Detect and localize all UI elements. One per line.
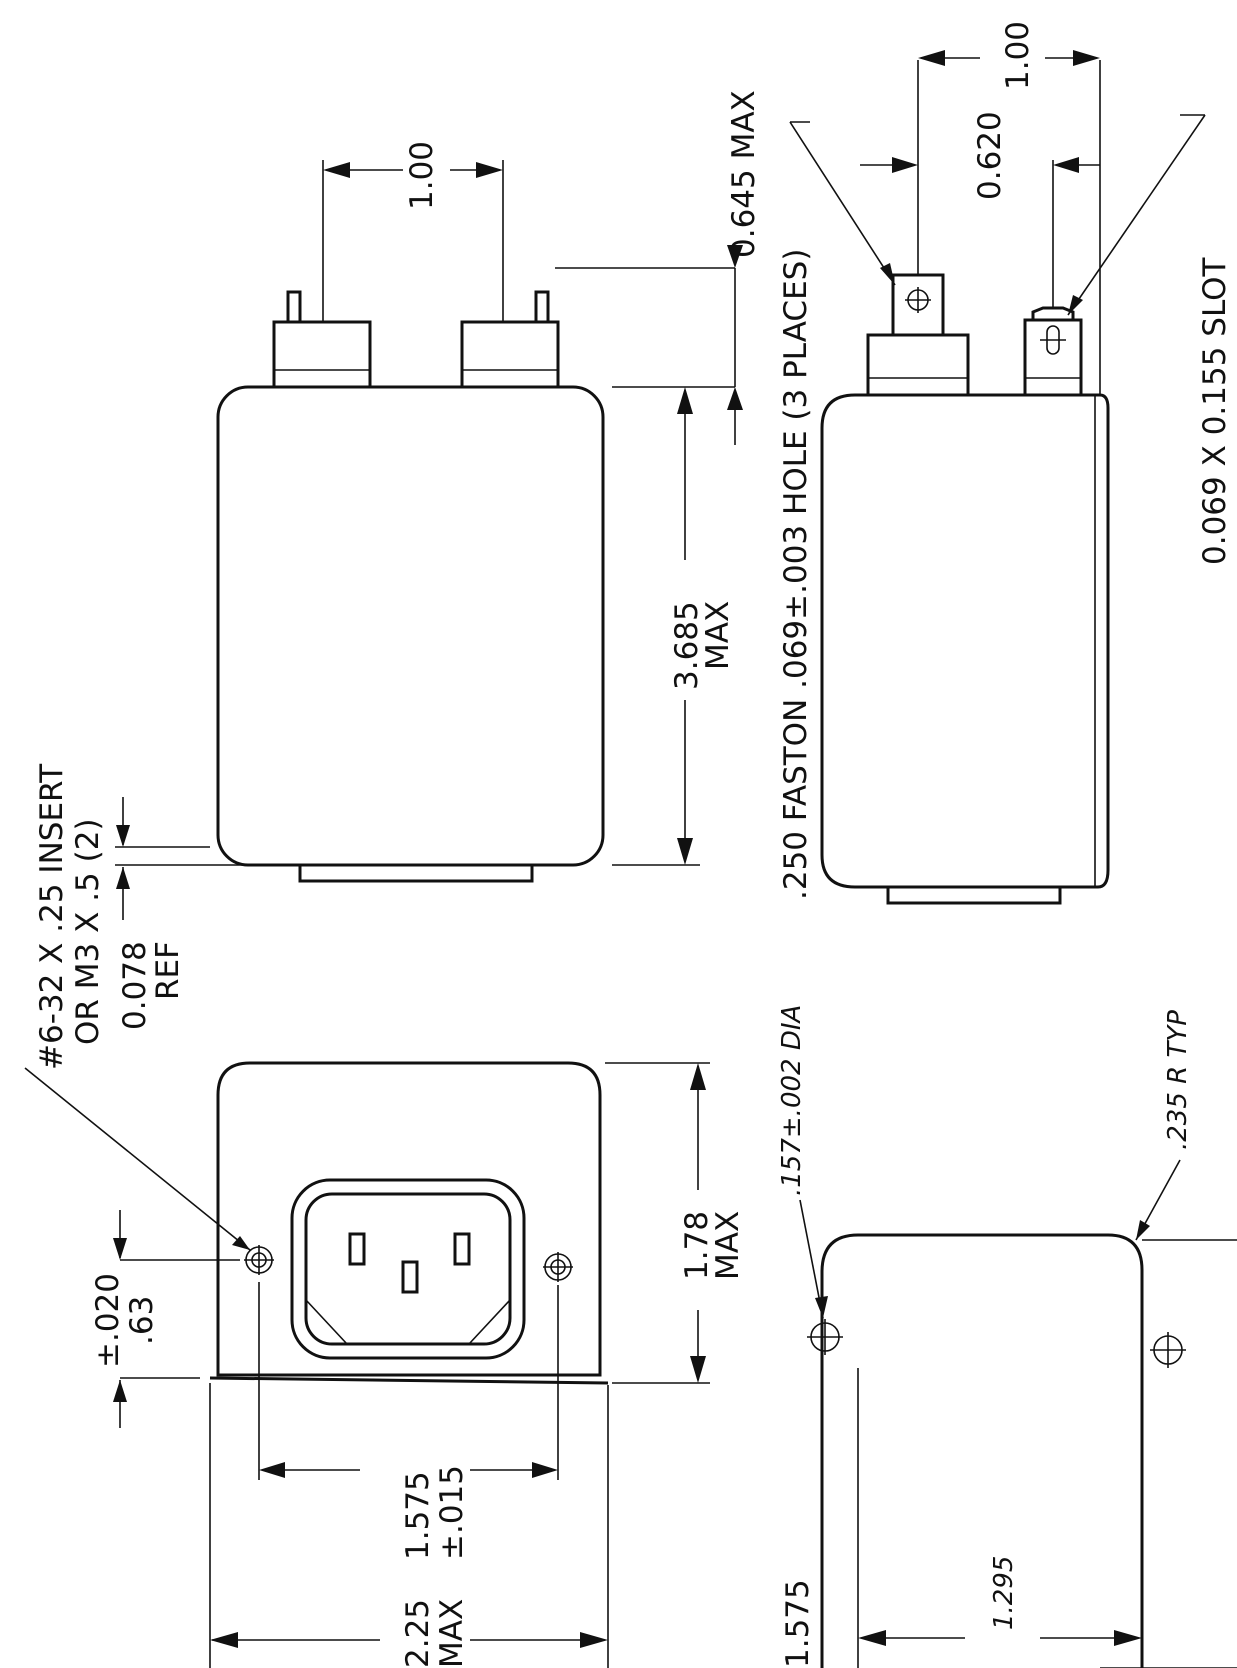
mounting-hole-right-icon (1150, 1332, 1186, 1368)
mount-insert-left (244, 1245, 274, 1275)
mounting-hole-left-icon (807, 1319, 843, 1355)
label-dim-0645: 0.645 MAX (726, 90, 762, 258)
socket-inner (304, 1192, 512, 1346)
label-dim-0620: 0.620 (972, 111, 1008, 200)
end-terminal-large (866, 273, 970, 397)
label-val-63: .63 (124, 1296, 160, 1345)
label-dim-3685-2: MAX (700, 601, 736, 670)
slot-leader (1067, 114, 1206, 316)
label-dim-1575-b: 1.575 (780, 1579, 816, 1668)
socket-chamfer-right (468, 1299, 511, 1345)
label-dim-178-2: MAX (710, 1211, 746, 1280)
pin-right (453, 1232, 471, 1266)
side-terminal-right (460, 290, 560, 389)
socket-outer (290, 1178, 526, 1360)
label-insert-1: #6-32 X .25 INSERT (34, 763, 70, 1070)
insert-leader (24, 1067, 251, 1251)
label-dim-225-2: MAX (434, 1599, 470, 1668)
end-base-plate (886, 885, 1062, 905)
label-ref-078-2: REF (150, 941, 186, 1000)
panel-cutout-view (799, 1159, 1237, 1668)
faston-hole-icon (905, 287, 931, 313)
socket-chamfer-left (305, 1299, 348, 1345)
label-dim-3685-1: 3.685 (669, 601, 705, 690)
side-view (115, 160, 743, 920)
cutout-outline (820, 1233, 1144, 1668)
label-faston: .250 FASTON .069±.003 HOLE (3 PLACES) (778, 249, 814, 900)
label-r-235: .235 R TYP (1163, 1010, 1193, 1150)
label-dim-178-1: 1.78 (679, 1211, 715, 1280)
label-slot: 0.069 X 0.155 SLOT (1197, 256, 1233, 565)
inlet-housing-outline (216, 1061, 602, 1377)
inlet-flange (209, 1376, 609, 1385)
side-base-plate (298, 863, 534, 883)
side-terminal-left (272, 290, 372, 389)
label-insert-2: OR M3 X .5 (2) (70, 818, 106, 1045)
pin-left (348, 1232, 366, 1266)
label-dim-1295: 1.295 (989, 1556, 1019, 1630)
label-dim-1575-2: ±.015 (434, 1465, 470, 1560)
label-ref-078-1: 0.078 (117, 941, 153, 1030)
label-dim-1575-1: 1.575 (400, 1471, 436, 1560)
label-tol-020: ±.020 (90, 1273, 126, 1368)
mount-insert-right (543, 1252, 573, 1282)
end-body (820, 393, 1110, 889)
side-body (216, 385, 605, 867)
inlet-face-view (24, 1061, 710, 1668)
end-view (789, 50, 1206, 905)
label-dim-225-1: 2.25 (400, 1599, 436, 1668)
end-terminal-small (1023, 306, 1083, 397)
annotations: #6-32 X .25 INSERT OR M3 X .5 (2) 0.078 … (34, 21, 1233, 1668)
pin-center (401, 1260, 419, 1294)
faston-leader (789, 121, 896, 286)
label-dim-100-right: 1.00 (1000, 21, 1036, 90)
label-dim-100-top: 1.00 (404, 141, 440, 210)
label-dia-157: .157±.002 DIA (777, 1005, 807, 1196)
